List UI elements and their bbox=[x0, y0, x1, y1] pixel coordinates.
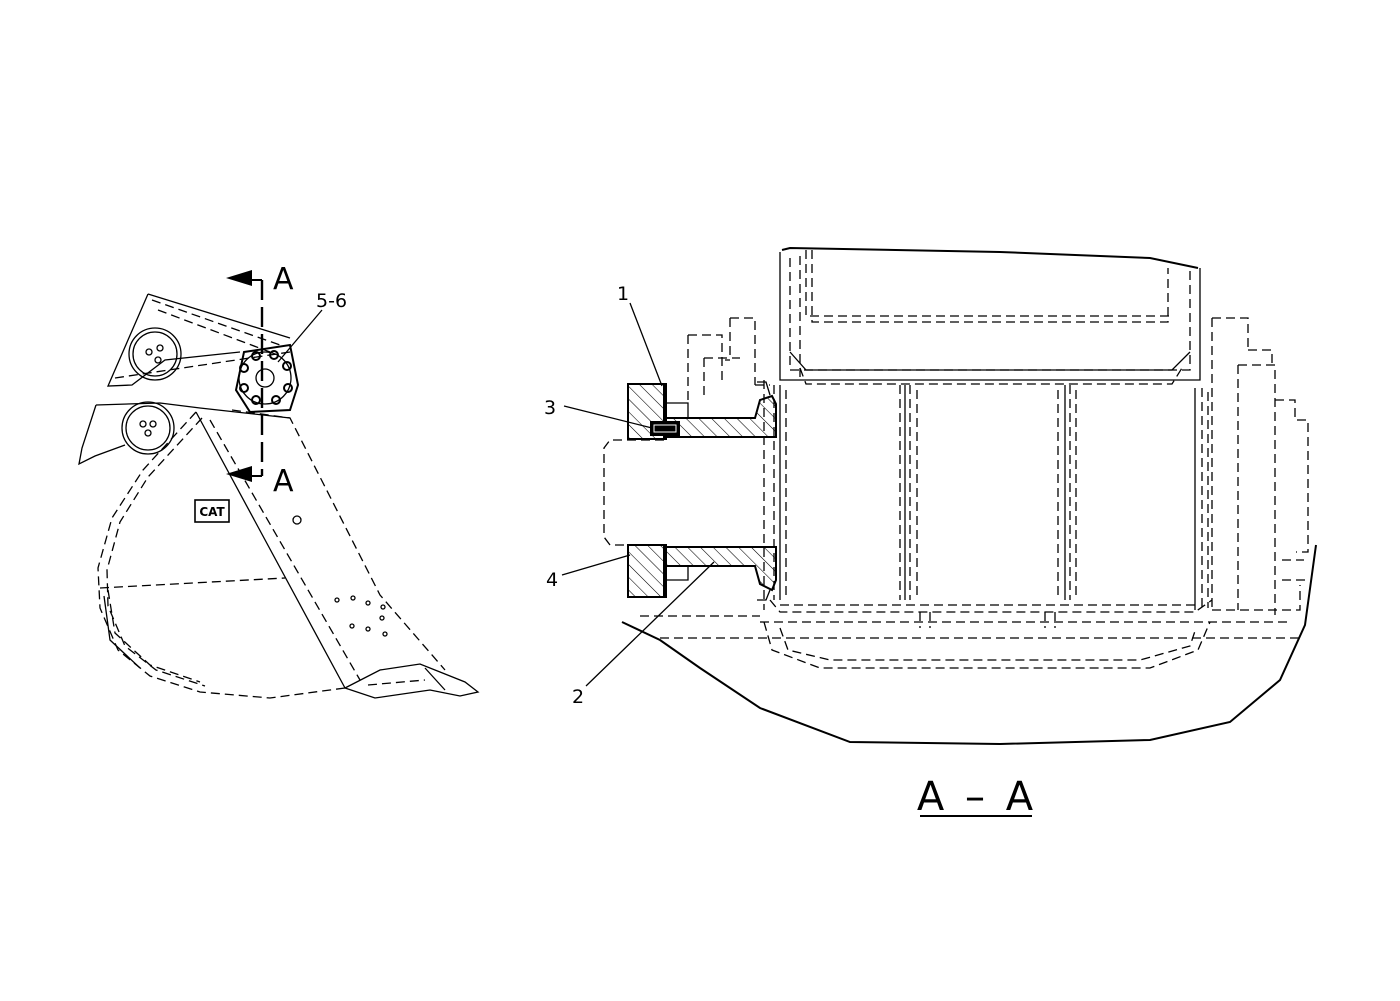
pin-retainer-plate bbox=[234, 343, 300, 414]
leader-3 bbox=[563, 405, 653, 429]
cat-logo: CAT bbox=[194, 499, 230, 523]
svg-text:CAT: CAT bbox=[199, 505, 225, 519]
callout-2: 2 bbox=[572, 686, 584, 708]
hinge-pin bbox=[603, 439, 664, 546]
callout-4: 4 bbox=[546, 569, 558, 591]
section-arrow-top bbox=[226, 270, 252, 286]
hinge-housing bbox=[687, 250, 1310, 615]
part-2-bushing bbox=[665, 394, 777, 438]
bucket-side-view: CAT A A 5-6 bbox=[78, 262, 480, 699]
section-mark-bottom: A bbox=[273, 464, 294, 499]
upper-link-bracket bbox=[106, 293, 291, 387]
bucket-body bbox=[97, 409, 446, 699]
lower-hinge-bracket bbox=[78, 351, 291, 466]
leader-detail bbox=[277, 309, 323, 363]
bucket-tooth bbox=[343, 663, 480, 699]
lower-housing bbox=[640, 585, 1301, 669]
section-arrow-bottom bbox=[226, 466, 252, 482]
callout-3: 3 bbox=[544, 397, 556, 419]
leader-4 bbox=[561, 554, 631, 576]
section-mark-top: A bbox=[273, 262, 294, 297]
outer-profile bbox=[781, 246, 1199, 269]
internal-ribs bbox=[763, 380, 1209, 610]
section-cut-line bbox=[226, 270, 264, 482]
callout-detail: 5-6 bbox=[316, 290, 347, 312]
leader-1 bbox=[629, 302, 663, 387]
callout-1: 1 bbox=[617, 283, 629, 305]
section-title: A – A bbox=[917, 774, 1037, 820]
section-view-a-a: 1 3 4 2 A – A bbox=[544, 246, 1317, 820]
leader-2 bbox=[585, 561, 715, 687]
